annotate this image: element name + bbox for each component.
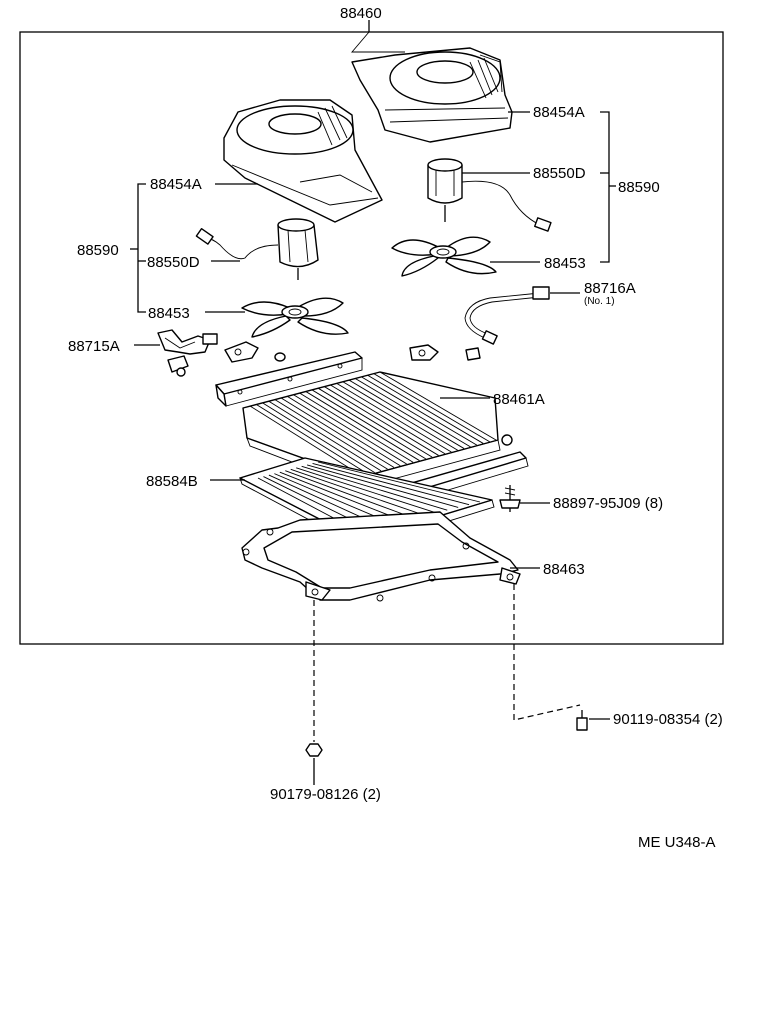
label-motor-left: 88550D: [147, 254, 200, 271]
nut-part: [305, 743, 323, 757]
mounting-bracket-frame: [241, 511, 521, 602]
blower-motor-right: [427, 158, 552, 232]
label-wire-right-note: (No. 1): [584, 296, 615, 307]
label-group-left: 88590: [77, 242, 119, 259]
fan-left: [241, 297, 349, 338]
small-fittings: [167, 341, 481, 377]
wire-harness-right: [464, 286, 550, 345]
label-bracket: 88463: [543, 561, 585, 578]
label-bolt: 88897-95J09 (8): [553, 495, 663, 512]
label-screen: 88584B: [146, 473, 198, 490]
label-fan-right: 88453: [544, 255, 586, 272]
label-wire-right: 88716A: [584, 280, 636, 297]
blower-motor-left: [195, 218, 319, 280]
label-case-left: 88454A: [150, 176, 202, 193]
fan-right: [391, 236, 497, 277]
label-wire-left: 88715A: [68, 338, 120, 355]
blower-case-left: [223, 99, 383, 223]
condenser-core: [242, 371, 501, 489]
assembly-frame: [19, 31, 724, 645]
leader-lines: [130, 111, 616, 785]
wire-harness-left: [157, 329, 218, 355]
dashed-guides: [313, 584, 581, 742]
upper-bracket-rail: [215, 351, 363, 407]
label-group-right: 88590: [618, 179, 660, 196]
label-case-right: 88454A: [533, 104, 585, 121]
label-diagram-code: ME U348-A: [638, 834, 716, 851]
label-fan-left: 88453: [148, 305, 190, 322]
assembly-leader-branch: [351, 31, 405, 53]
blower-case-right: [351, 47, 513, 143]
screw-part: [576, 710, 588, 731]
label-motor-right: 88550D: [533, 165, 586, 182]
label-assembly: 88460: [340, 5, 382, 22]
label-nut: 90179-08126 (2): [270, 786, 381, 803]
stud-bolt: [499, 485, 521, 512]
label-condenser: 88461A: [493, 391, 545, 408]
part-labels: 88460 88454A 88550D 88590 88453 88716A (…: [68, 5, 723, 851]
label-screw: 90119-08354 (2): [613, 711, 723, 728]
